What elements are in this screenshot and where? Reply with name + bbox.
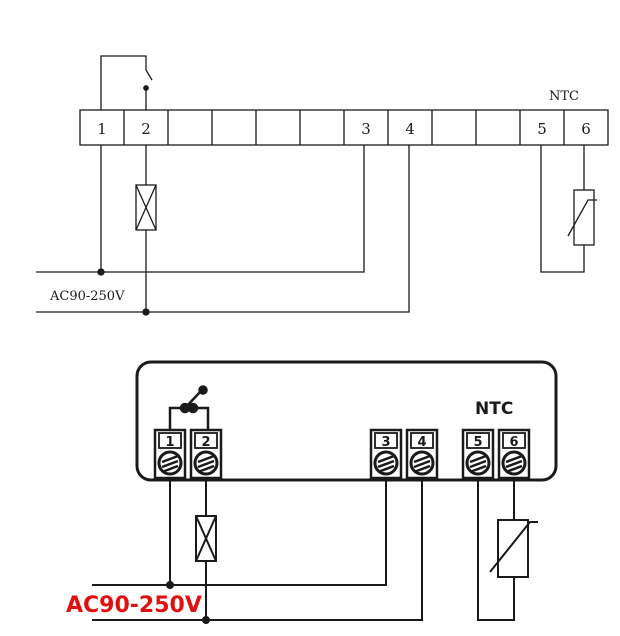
bottom-ntc-sensor — [477, 478, 538, 621]
top-ntc-sensor — [540, 145, 597, 273]
bottom-junction-dot — [202, 616, 210, 624]
bottom-terminal-label: 4 — [417, 435, 426, 450]
controller-housing — [135, 360, 558, 482]
bottom-external-wiring — [92, 478, 538, 621]
top-junction-dot — [97, 268, 105, 276]
bottom-terminal-label: 2 — [201, 435, 210, 450]
bottom-ntc-label: NTC — [475, 399, 513, 419]
bottom-wiring-diagram — [135, 360, 558, 482]
bottom-relay-contact — [168, 385, 210, 430]
bottom-terminal-label: 1 — [165, 435, 174, 450]
bottom-terminal-5: 5 — [461, 428, 495, 480]
top-terminal-label: 4 — [405, 120, 415, 138]
bottom-terminal-label: 3 — [381, 435, 390, 450]
top-supply-lines — [36, 145, 410, 313]
top-supply-label: AC90-250V — [49, 289, 125, 304]
bottom-junction-dot — [166, 581, 174, 589]
top-junction-dot — [142, 308, 150, 316]
top-terminal-dividers — [123, 110, 565, 145]
top-wiring-diagram — [36, 55, 609, 316]
top-load-symbol — [135, 145, 157, 312]
top-terminal-label: 2 — [141, 120, 151, 138]
bottom-terminal-3: 3 — [369, 428, 403, 480]
bottom-terminal-2: 2 — [189, 428, 223, 480]
bottom-terminal-label: 5 — [473, 435, 482, 450]
top-ntc-label: NTC — [549, 89, 579, 104]
top-terminal-label: 6 — [581, 120, 591, 138]
bottom-terminal-label: 6 — [509, 435, 518, 450]
top-terminal-labels: 1 2 3 4 5 6 — [97, 120, 591, 138]
top-relay-contact — [100, 55, 153, 110]
bottom-terminal-4: 4 — [405, 428, 439, 480]
bottom-terminal-blocks: 1 2 3 4 5 6 — [153, 428, 531, 480]
top-terminal-label: 5 — [537, 120, 547, 138]
top-terminal-label: 1 — [97, 120, 107, 138]
bottom-terminal-1: 1 — [153, 428, 187, 480]
bottom-terminal-6: 6 — [497, 428, 531, 480]
bottom-load-symbol — [195, 515, 217, 562]
top-terminal-label: 3 — [361, 120, 371, 138]
bottom-supply-label: AC90-250V — [66, 593, 202, 618]
